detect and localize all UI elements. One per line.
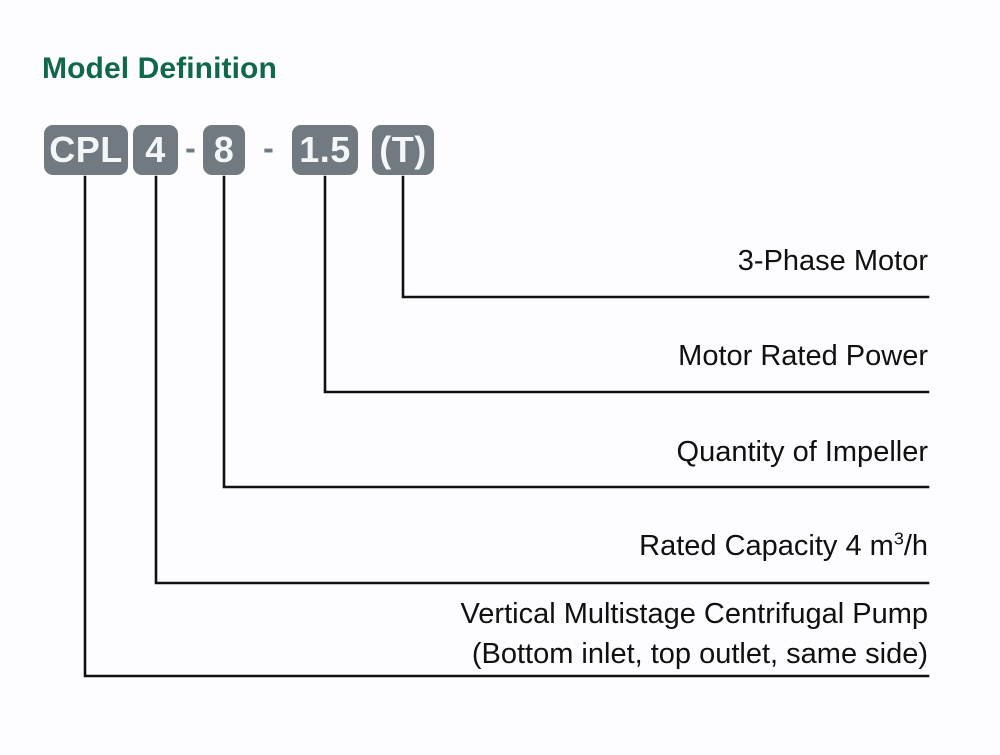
leader-line-pump <box>83 175 930 678</box>
capacity-text-suffix: /h <box>903 530 928 562</box>
pump-label-line-1: Vertical Multistage Centrifugal Pump <box>460 598 928 630</box>
callout-label-impeller: Quantity of Impeller <box>676 436 928 468</box>
code-badge-series[interactable]: CPL <box>44 125 128 175</box>
code-badge-phase[interactable]: (T) <box>372 125 434 175</box>
leader-line-power <box>323 175 930 394</box>
leader-line-capacity <box>154 175 930 585</box>
capacity-text-prefix: Rated Capacity 4 m <box>639 530 894 562</box>
callout-label-power: Motor Rated Power <box>678 340 928 372</box>
code-separator-dash-2: - <box>263 130 274 166</box>
code-badge-stages[interactable]: 8 <box>203 125 245 175</box>
callout-label-capacity: Rated Capacity 4 m3/h <box>639 528 928 562</box>
callout-label-pump: Vertical Multistage Centrifugal Pump (Bo… <box>461 594 928 674</box>
code-separator-dash-1: - <box>185 130 196 166</box>
page-title: Model Definition <box>42 52 277 85</box>
pump-label-line-2: (Bottom inlet, top outlet, same side) <box>471 638 928 671</box>
model-code-row: CPL 4 - 8 - 1.5 (T) <box>44 125 434 175</box>
code-badge-capacity[interactable]: 4 <box>133 125 178 175</box>
code-badge-power[interactable]: 1.5 <box>292 125 358 175</box>
leader-line-phase <box>401 175 930 299</box>
capacity-superscript: 3 <box>893 528 904 549</box>
leader-line-impeller <box>222 175 930 489</box>
callout-label-phase: 3-Phase Motor <box>737 245 928 277</box>
